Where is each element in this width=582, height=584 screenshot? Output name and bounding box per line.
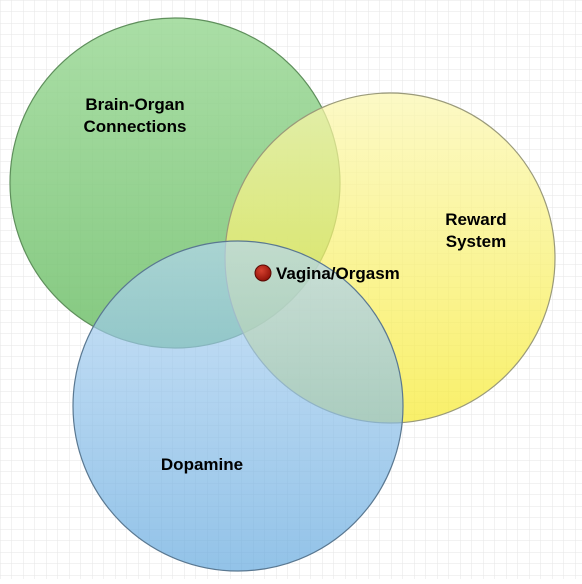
- label-reward-line1: Reward: [445, 210, 506, 229]
- label-reward-line2: System: [446, 232, 506, 251]
- center-dot: [254, 264, 272, 282]
- label-brain-organ-line2: Connections: [84, 117, 187, 136]
- label-brain-organ-line1: Brain-Organ: [85, 95, 184, 114]
- label-dopamine: Dopamine: [161, 455, 243, 474]
- label-center-intersection: Vagina/Orgasm: [276, 264, 400, 283]
- circle-dopamine: [72, 240, 404, 572]
